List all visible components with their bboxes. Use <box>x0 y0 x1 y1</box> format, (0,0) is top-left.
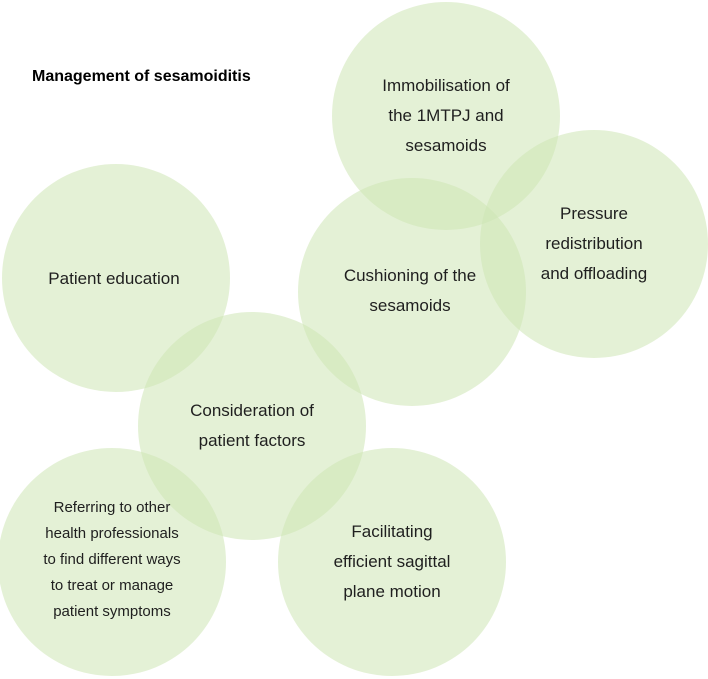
node-referring: Referring to other health professionals … <box>43 499 181 620</box>
circle-facilitating <box>278 448 506 676</box>
node-education: Patient education <box>48 269 180 288</box>
node-immobilisation: Immobilisation of the 1MTPJ and sesamoid… <box>382 76 510 155</box>
node-facilitating: Facilitating efficient sagittal plane mo… <box>333 522 451 601</box>
node-cushioning: Cushioning of the sesamoids <box>343 266 477 315</box>
circle-referring <box>0 448 226 676</box>
node-pressure: Pressure redistribution and offloading <box>540 204 648 283</box>
node-factors: Consideration of patient factors <box>190 401 314 450</box>
diagram-title: Management of sesamoiditis <box>32 68 251 85</box>
